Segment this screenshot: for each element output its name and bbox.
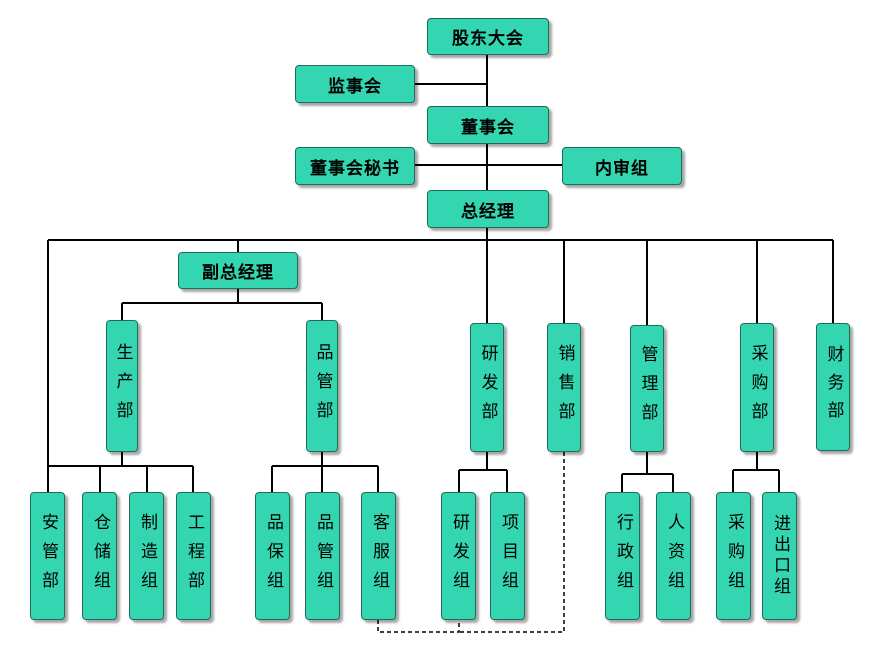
node-rnd-group: 研发组 bbox=[441, 492, 476, 620]
node-general-manager: 总经理 bbox=[427, 190, 549, 228]
node-warehouse: 仓储组 bbox=[82, 492, 117, 620]
node-sales: 销售部 bbox=[547, 323, 581, 452]
node-shareholders: 股东大会 bbox=[427, 18, 549, 55]
dashed-link-service-rnd bbox=[377, 620, 460, 633]
node-board-secretary: 董事会秘书 bbox=[295, 147, 415, 185]
node-quality: 品管部 bbox=[306, 320, 338, 452]
node-engineering: 工程部 bbox=[176, 492, 211, 620]
node-safety: 安管部 bbox=[30, 492, 65, 620]
node-rnd: 研发部 bbox=[470, 323, 504, 452]
node-purchasing: 采购部 bbox=[740, 323, 774, 452]
node-finance: 财务部 bbox=[816, 323, 850, 451]
node-internal-audit: 内审组 bbox=[562, 147, 682, 185]
node-admin-group: 行政组 bbox=[605, 492, 640, 620]
node-supervisors: 监事会 bbox=[295, 65, 415, 103]
dashed-link-sales bbox=[459, 452, 565, 633]
node-hr-group: 人资组 bbox=[656, 492, 691, 620]
node-deputy-gm: 副总经理 bbox=[178, 252, 298, 289]
node-project-group: 项目组 bbox=[490, 492, 525, 620]
node-qc: 品管组 bbox=[305, 492, 340, 620]
node-production: 生产部 bbox=[106, 320, 138, 452]
node-customer-service: 客服组 bbox=[361, 492, 396, 620]
node-purchasing-group: 采购组 bbox=[716, 492, 751, 620]
node-board: 董事会 bbox=[427, 106, 549, 144]
node-import-export: 进出口组 bbox=[762, 492, 797, 620]
node-qa: 品保组 bbox=[255, 492, 290, 620]
node-management: 管理部 bbox=[630, 325, 664, 452]
node-manufacturing: 制造组 bbox=[129, 492, 164, 620]
